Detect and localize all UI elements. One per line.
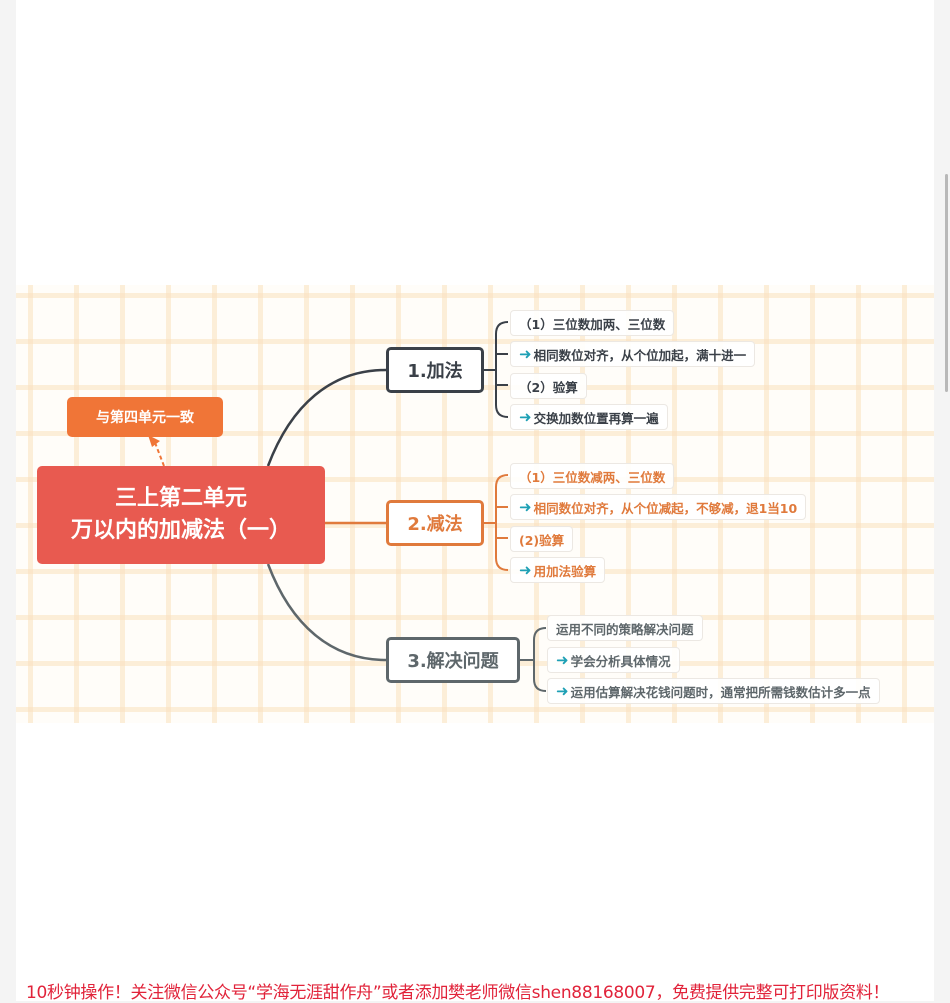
arrow-right-icon: ➜ (519, 561, 532, 579)
branch-addition: 1.加法 (386, 347, 484, 393)
arrow-right-icon: ➜ (519, 408, 532, 426)
note-consistent-with-unit-4: 与第四单元一致 (67, 397, 223, 437)
leaf-item: （2）验算 (510, 373, 587, 399)
branch-problem-solving: 3.解决问题 (386, 637, 520, 683)
root-topic: 三上第二单元 万以内的加减法（一） (37, 466, 325, 564)
leaf-text: 相同数位对齐，从个位减起，不够减，退1当10 (533, 500, 798, 516)
leaf-item: ➜ 学会分析具体情况 (547, 647, 680, 673)
branch-subtraction: 2.减法 (386, 500, 484, 546)
branch-label: 2.减法 (407, 514, 463, 535)
leaf-text: 相同数位对齐，从个位加起，满十进一 (533, 347, 747, 363)
leaf-text: 交换加数位置再算一遍 (533, 410, 659, 426)
branch-label: 1.加法 (407, 361, 463, 382)
leaf-text: 运用估算解决花钱问题时，通常把所需钱数估计多一点 (570, 684, 871, 700)
leaf-item: （1）三位数加两、三位数 (510, 310, 675, 336)
leaf-item: ➜ 用加法验算 (510, 557, 606, 583)
arrow-right-icon: ➜ (556, 651, 569, 669)
arrow-right-icon: ➜ (519, 345, 532, 363)
promo-footer-text: 10秒钟操作！关注微信公众号“学海无涯甜作舟”或者添加樊老师微信shen8816… (26, 983, 890, 1003)
arrow-right-icon: ➜ (519, 498, 532, 516)
leaf-text: 运用不同的策略解决问题 (556, 621, 694, 637)
vertical-scrollbar[interactable] (934, 0, 950, 1001)
leaf-item: （1）三位数减两、三位数 (510, 463, 675, 489)
leaf-text: (2)验算 (519, 532, 565, 548)
connector-lines (148, 321, 547, 692)
root-title-line2: 万以内的加减法（一） (70, 518, 291, 543)
leaf-text: 用加法验算 (533, 563, 597, 579)
leaf-text: （2）验算 (519, 379, 578, 395)
leaf-item: ➜ 运用估算解决花钱问题时，通常把所需钱数估计多一点 (547, 678, 880, 704)
leaf-item: 运用不同的策略解决问题 (547, 615, 703, 641)
mindmap-image: 与第四单元一致 三上第二单元 万以内的加减法（一） 1.加法 2.减法 3.解决… (16, 285, 934, 723)
branch-label: 3.解决问题 (407, 651, 499, 672)
arrow-right-icon: ➜ (556, 682, 569, 700)
leaf-text: 学会分析具体情况 (570, 653, 671, 669)
leaf-text: （1）三位数减两、三位数 (519, 469, 666, 485)
scrollbar-thumb[interactable] (945, 174, 948, 392)
note-label: 与第四单元一致 (96, 410, 194, 426)
leaf-item: (2)验算 (510, 526, 574, 552)
root-title-line1: 三上第二单元 (114, 486, 247, 511)
leaf-item: ➜ 交换加数位置再算一遍 (510, 404, 668, 430)
leaf-text: （1）三位数加两、三位数 (519, 316, 666, 332)
leaf-item: ➜ 相同数位对齐，从个位加起，满十进一 (510, 341, 756, 367)
leaf-item: ➜ 相同数位对齐，从个位减起，不够减，退1当10 (510, 494, 807, 520)
